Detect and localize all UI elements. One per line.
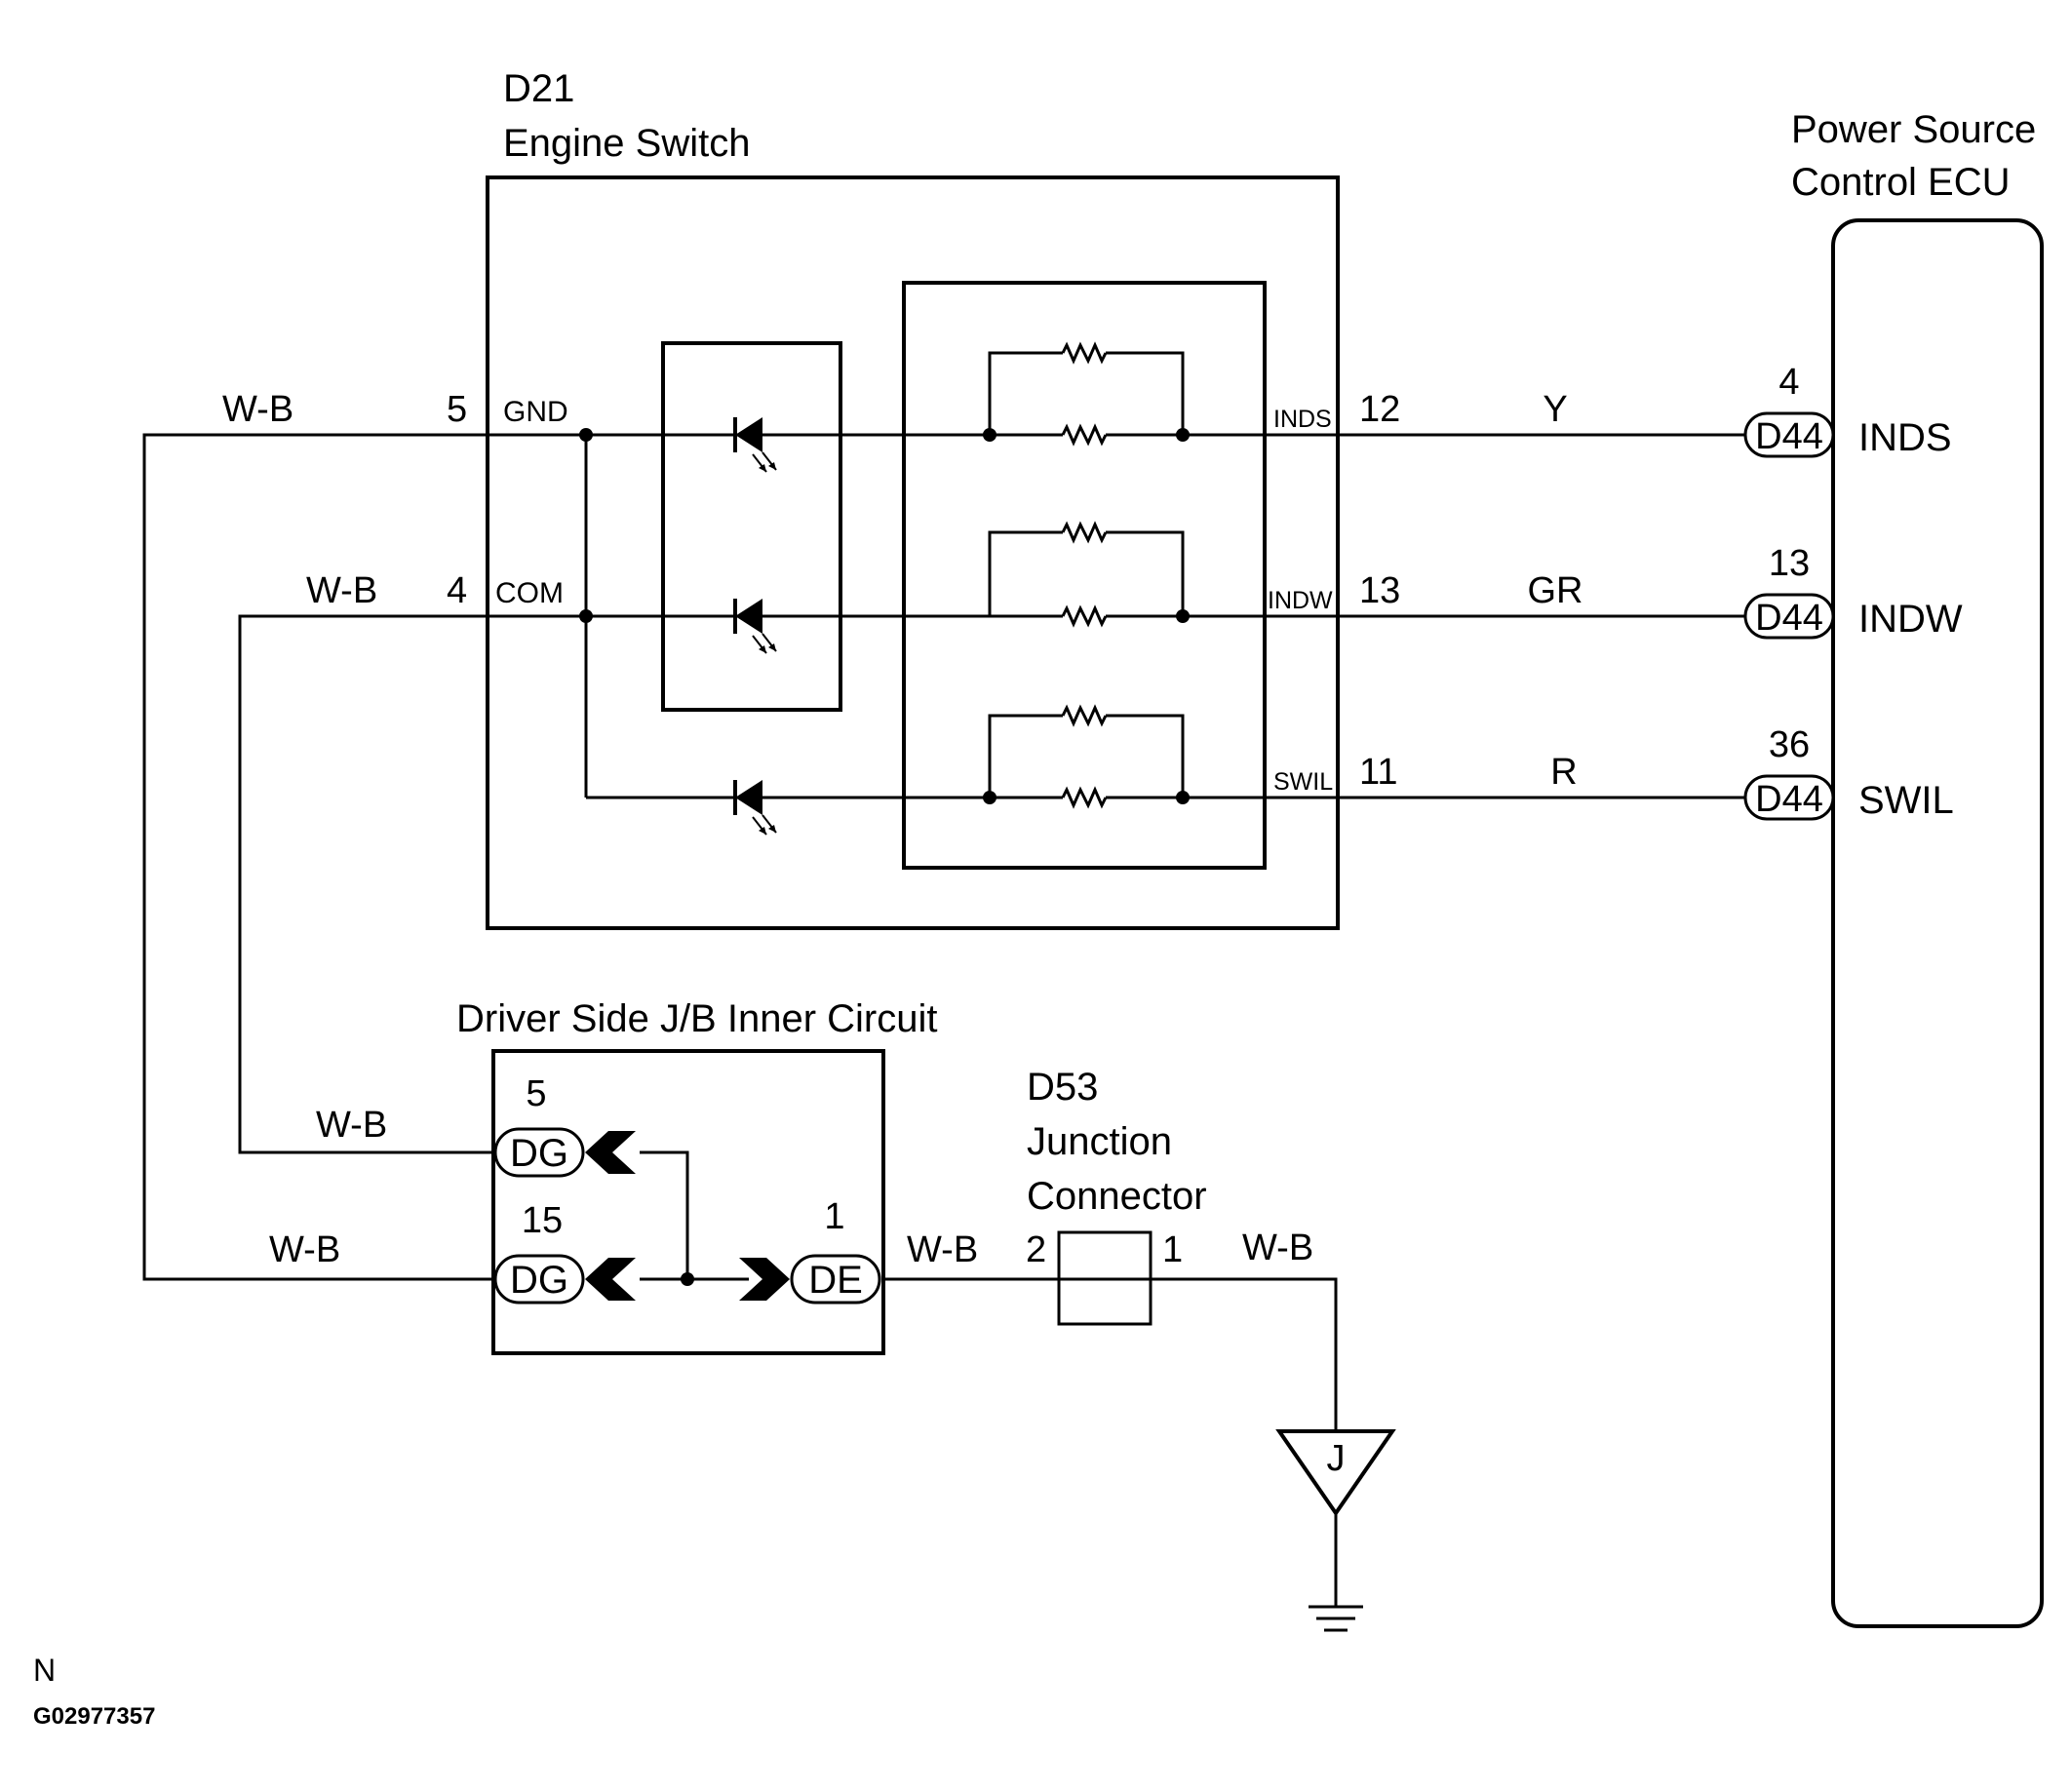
resistor-array: [1063, 343, 1106, 807]
ecu-connector-code: D44: [1755, 779, 1823, 820]
com-terminal-label: COM: [495, 577, 564, 609]
jb-connector-pill: [493, 1127, 585, 1178]
ecu-terminal-label: SWIL: [1858, 779, 1954, 822]
led-module-box: [661, 341, 842, 712]
ground-point-triangle: [1275, 1429, 1396, 1517]
ecu-terminal-label: INDS: [1858, 416, 1952, 459]
junction-name-line1: Junction: [1027, 1120, 1172, 1163]
ecu-pin-number: 13: [1769, 543, 1810, 584]
led-icon: [733, 415, 778, 474]
wire-color-label: W-B: [306, 570, 377, 611]
gnd-terminal-label: GND: [503, 396, 568, 428]
engine-switch-box: [486, 175, 1340, 930]
jb-connector-code: DG: [510, 1259, 568, 1302]
jb-pin-number: 15: [522, 1200, 563, 1241]
gnd-pin-number: 5: [447, 389, 467, 430]
jb-connector-pill: [790, 1254, 881, 1305]
engine-switch-name: Engine Switch: [503, 122, 750, 165]
ecu-pin-number: 4: [1778, 362, 1799, 403]
ecu-title-line2: Control ECU: [1791, 161, 2011, 204]
signal-wires: [1338, 433, 1745, 799]
jb-box: [491, 1049, 885, 1355]
wire-color-label: Y: [1543, 389, 1567, 430]
switch-internal-wiring: [488, 351, 1338, 799]
ecu-box: [1831, 218, 2044, 1628]
ground-wires: [142, 433, 1338, 1607]
led-icon: [733, 597, 778, 655]
ecu-connector-pill: [1743, 774, 1835, 821]
jb-connector-pill: [493, 1254, 585, 1305]
jb-pin-number: 5: [526, 1073, 546, 1114]
wire-color-label: W-B: [316, 1105, 387, 1146]
ecu-connector-code: D44: [1755, 598, 1823, 639]
junction-name-line2: Connector: [1027, 1175, 1207, 1218]
ecu-connector-pill: [1743, 411, 1835, 458]
ecu-connector-code: D44: [1755, 416, 1823, 457]
junction-dots: [579, 428, 1190, 1286]
ecu-terminal-label: INDW: [1858, 598, 1963, 641]
connector-chevron-icon: [585, 1131, 790, 1301]
junction-pin-right: 1: [1162, 1229, 1183, 1270]
wire-color-label: W-B: [907, 1229, 978, 1270]
junction-pin-left: 2: [1026, 1229, 1046, 1270]
switch-pin-number: 13: [1359, 570, 1400, 611]
switch-terminal-label: INDS: [1273, 406, 1332, 433]
switch-terminal-label: SWIL: [1273, 768, 1333, 796]
led-icon: [733, 778, 778, 837]
wire-color-label: W-B: [269, 1229, 340, 1270]
resistor-module-box: [902, 281, 1267, 870]
engine-switch-code: D21: [503, 67, 574, 110]
wire-color-label: GR: [1528, 570, 1583, 611]
switch-pin-number: 12: [1359, 389, 1400, 430]
ground-point-label: J: [1327, 1438, 1346, 1479]
switch-pin-number: 11: [1359, 752, 1397, 793]
switch-terminal-label: INDW: [1268, 587, 1333, 614]
junction-code: D53: [1027, 1066, 1098, 1109]
jb-connector-code: DG: [510, 1132, 568, 1175]
ecu-connector-pill: [1743, 593, 1835, 640]
jb-title: Driver Side J/B Inner Circuit: [456, 997, 937, 1040]
jb-pin-number: 1: [824, 1196, 844, 1237]
ground-icon: [1309, 1605, 1363, 1632]
wire-color-label: R: [1550, 752, 1577, 793]
footer-mark: N: [33, 1653, 56, 1688]
com-pin-number: 4: [447, 570, 467, 611]
ecu-title-line1: Power Source: [1791, 108, 2036, 151]
jb-connector-code: DE: [808, 1259, 863, 1302]
wire-color-label: W-B: [222, 389, 293, 430]
figure-id: G02977357: [33, 1703, 155, 1730]
ecu-pin-number: 36: [1769, 724, 1810, 765]
wire-color-label: W-B: [1242, 1227, 1313, 1268]
